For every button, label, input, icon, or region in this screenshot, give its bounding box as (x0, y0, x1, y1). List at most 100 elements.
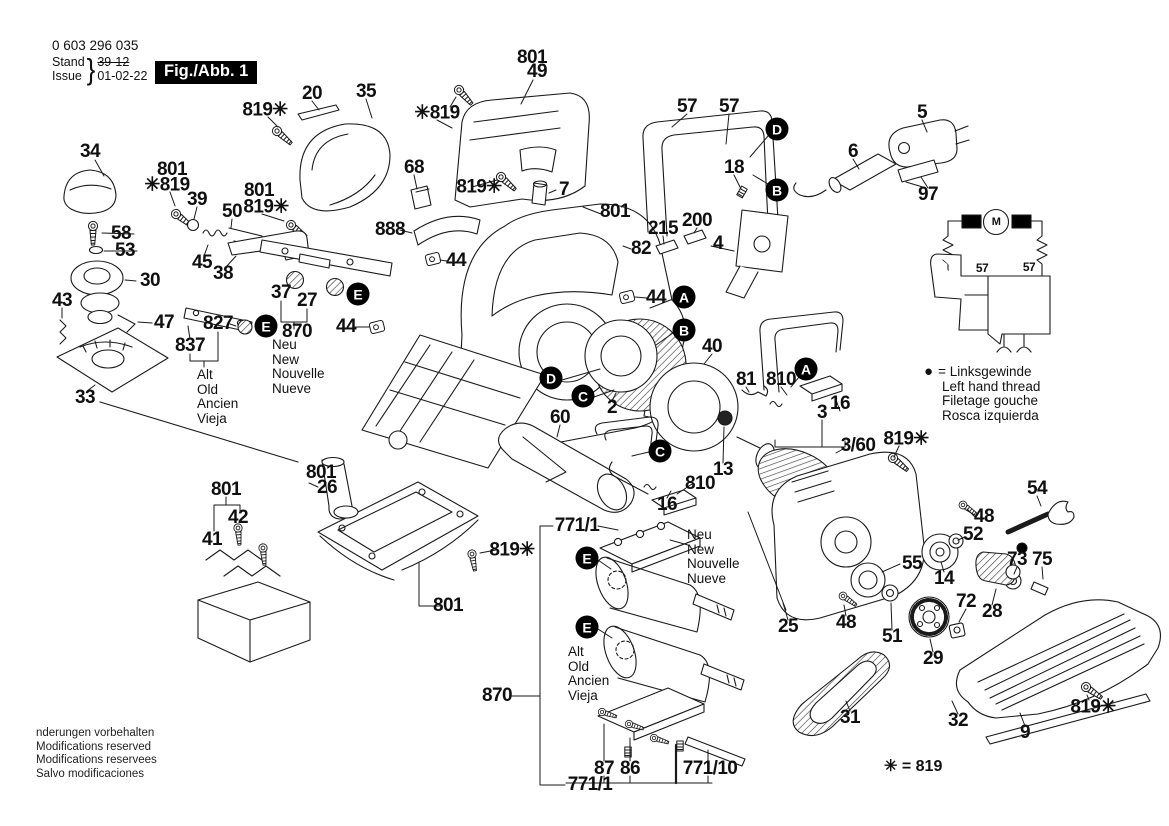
part-callout-827: 827 (203, 313, 234, 334)
stand-label: Stand (52, 55, 85, 69)
part-callout-819: 819✳ (1070, 696, 1116, 718)
part-callout-47: 47 (154, 312, 175, 333)
part-callout-819: ✳819 (414, 102, 460, 124)
section-marker-E: E (346, 282, 370, 306)
part-callout-360: 3/60 (840, 435, 876, 456)
part-callout-801: 801 (433, 595, 464, 616)
part-callout-72: 72 (956, 591, 977, 612)
part-callout-16: 16 (830, 393, 851, 414)
part-callout-819: 819✳ (456, 176, 502, 198)
part-callout-41: 41 (202, 529, 223, 550)
section-marker-D: D (765, 117, 789, 141)
part-callout-31: 31 (840, 707, 861, 728)
part-callout-801: 801 (517, 47, 548, 68)
part-callout-68: 68 (404, 157, 425, 178)
part-callout-9: 9 (1020, 722, 1031, 743)
part-callout-870: 870 (482, 685, 513, 706)
motor-symbol-label: M (991, 216, 1001, 228)
part-callout-42: 42 (228, 507, 249, 528)
part-callout-810: 810 (685, 473, 716, 494)
part-callout-58: 58 (111, 223, 132, 244)
part-callout-38: 38 (213, 263, 234, 284)
part-callout-27: 27 (297, 290, 318, 311)
part-callout-35: 35 (356, 81, 377, 102)
part-callout-30: 30 (140, 270, 161, 291)
section-marker-B: B (765, 178, 789, 202)
part-callout-49: 49 (527, 61, 548, 82)
part-callout-801: 801 (306, 462, 337, 483)
part-callout-819: 819✳ (243, 196, 289, 218)
revision-brace: } (86, 51, 96, 86)
part-callout-86: 86 (620, 758, 641, 779)
part-callout-97: 97 (918, 184, 939, 205)
part-callout-55: 55 (902, 553, 923, 574)
part-callout-801: 801 (244, 180, 275, 201)
section-marker-E: E (575, 546, 599, 570)
part-callout-81: 81 (736, 369, 757, 390)
part-callout-33: 33 (75, 387, 96, 408)
part-callout-7711: 771/1 (567, 774, 613, 795)
part-callout-819: 819✳ (489, 539, 535, 561)
issue-date: 01-02-22 (97, 69, 148, 83)
part-callout-73: 73 (1007, 549, 1028, 570)
part-callout-60: 60 (550, 407, 571, 428)
part-callout-44: 44 (646, 287, 667, 308)
asterisk-legend: ✳ = 819 (884, 758, 943, 775)
part-callout-7711: 771/1 (554, 515, 600, 536)
part-callout-57: 57 (975, 261, 989, 275)
part-callout-32: 32 (948, 710, 969, 731)
part-callout-57: 57 (677, 96, 698, 117)
part-callout-25: 25 (778, 616, 799, 637)
part-callout-82: 82 (631, 238, 652, 259)
part-callout-43: 43 (52, 290, 73, 311)
section-marker-C: C (648, 439, 672, 463)
catalog-number: 0 603 296 035 (52, 38, 139, 53)
section-marker-B: B (672, 318, 696, 342)
part-callout-819: 819✳ (242, 99, 288, 121)
part-callout-29: 29 (923, 648, 944, 669)
part-callout-57: 57 (719, 96, 740, 117)
part-callout-28: 28 (982, 601, 1003, 622)
part-callout-44: 44 (446, 250, 467, 271)
part-callout-50: 50 (222, 201, 243, 222)
part-callout-6: 6 (848, 141, 859, 162)
part-callout-801: 801 (600, 201, 631, 222)
part-callout-3: 3 (817, 402, 828, 423)
section-marker-D: D (539, 366, 563, 390)
part-callout-48: 48 (836, 612, 857, 633)
section-marker-E: E (254, 314, 278, 338)
part-callout-801: 801 (211, 479, 242, 500)
part-callout-18: 18 (724, 157, 745, 178)
part-callout-810: 810 (766, 369, 797, 390)
part-callout-26: 26 (317, 477, 338, 498)
part-callout-2: 2 (607, 397, 618, 418)
section-marker-E: E (575, 615, 599, 639)
section-marker-A: A (672, 285, 696, 309)
part-callout-819: ✳819 (144, 174, 190, 196)
part-callout-54: 54 (1027, 478, 1048, 499)
title-block: 0 603 296 035 Stand Issue } 39-12 01-02-… (52, 38, 147, 83)
part-callout-48: 48 (974, 506, 995, 527)
part-callout-52: 52 (963, 524, 984, 545)
part-callout-57: 57 (1022, 260, 1036, 274)
part-callout-16: 16 (657, 494, 678, 515)
part-callout-13: 13 (713, 459, 734, 480)
part-callout-5: 5 (917, 102, 928, 123)
part-callout-20: 20 (302, 83, 323, 104)
part-callout-870: 870 (282, 321, 313, 342)
part-callout-51: 51 (882, 626, 903, 647)
part-callout-888: 888 (375, 219, 406, 240)
section-marker-C: C (571, 384, 595, 408)
part-callout-4: 4 (713, 233, 724, 254)
part-callout-37: 37 (271, 282, 292, 303)
old-date: 39-12 (97, 55, 130, 69)
part-callout-53: 53 (115, 240, 136, 261)
part-callout-44: 44 (336, 316, 357, 337)
part-callout-34: 34 (80, 141, 101, 162)
part-callout-39: 39 (187, 189, 208, 210)
